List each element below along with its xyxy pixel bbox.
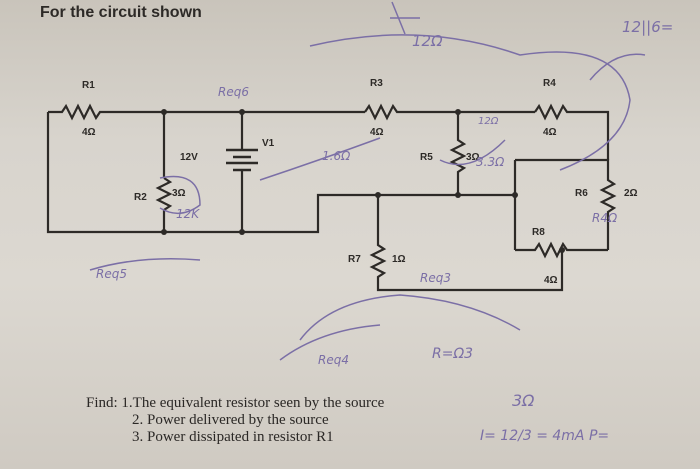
r5-value: 3Ω [466, 152, 480, 163]
circuit-wires [46, 103, 617, 292]
r3-label: R3 [370, 78, 383, 89]
r7-label: R7 [348, 254, 361, 265]
annotation-12k: 12K [176, 207, 200, 221]
r4-value: 4Ω [543, 127, 557, 138]
annotation-req4: Req4 [318, 353, 349, 367]
r6-value: 2Ω [624, 188, 638, 199]
annotation-req3: Req3 [420, 271, 451, 285]
r6-label: R6 [575, 188, 588, 199]
r4-label: R4 [543, 78, 556, 89]
source-value: 12V [180, 152, 198, 163]
annotation-r-ohm3: R=Ω3 [432, 346, 473, 362]
page-title: For the circuit shown [40, 4, 202, 21]
annotation-current: I= 12/3 = 4mA P= [480, 428, 609, 444]
annotation-req5: Req5 [96, 267, 127, 281]
r8-value: 4Ω [544, 275, 558, 286]
annotation-12ohm-small: 12Ω [478, 116, 499, 127]
r8-label: R8 [532, 227, 545, 238]
annotation-1-6ohm: 1.6Ω [322, 149, 351, 163]
annotation-3-3: 3.3Ω [476, 155, 505, 169]
annotation-12ohm: 12Ω [412, 32, 443, 50]
r2-value: 3Ω [172, 188, 186, 199]
r7-value: 1Ω [392, 254, 406, 265]
handwritten-strokes [89, 1, 646, 361]
r1-label: R1 [82, 80, 95, 91]
source-label: V1 [262, 138, 275, 149]
annotation-req6: Req6 [218, 85, 249, 99]
r3-value: 4Ω [370, 127, 384, 138]
r2-label: R2 [134, 192, 147, 203]
annotation-3ohm: 3Ω [512, 391, 535, 410]
find-item-2: 2. Power delivered by the source [132, 412, 329, 428]
annotation-12-parallel-6: 12||6= [622, 18, 673, 36]
find-instructions: Find: 1.The equivalent resistor seen by … [86, 395, 384, 446]
annotation-r4ohm: R4Ω [592, 211, 618, 225]
r1-value: 4Ω [82, 127, 96, 138]
r5-label: R5 [420, 152, 433, 163]
find-item-3: 3. Power dissipated in resistor R1 [132, 429, 334, 445]
find-heading: Find: 1.The equivalent resistor seen by … [86, 395, 385, 411]
